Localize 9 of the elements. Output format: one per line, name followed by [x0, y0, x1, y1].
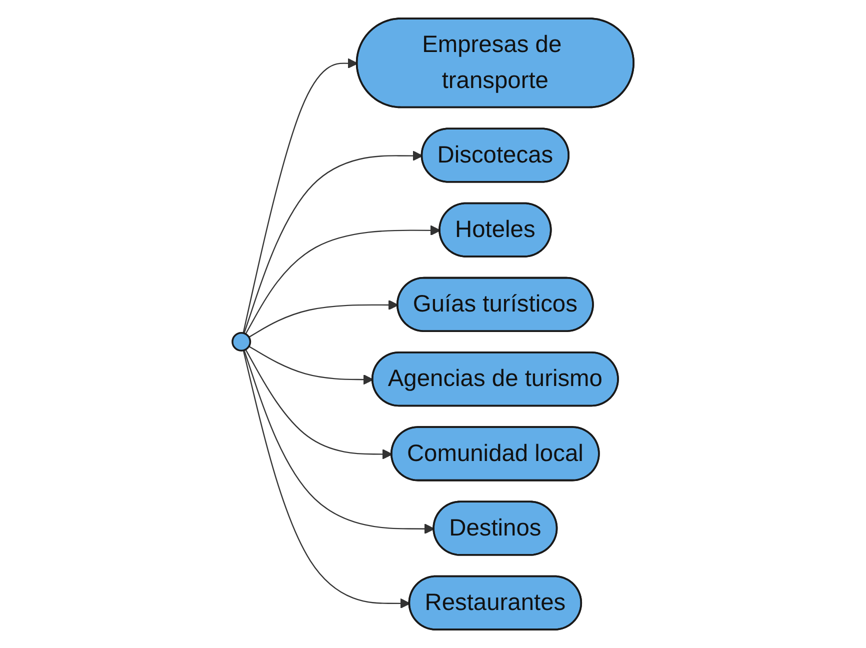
arrow	[244, 350, 435, 534]
arrow	[242, 58, 358, 334]
arrow	[248, 300, 398, 338]
arrow	[244, 150, 423, 334]
arrow	[248, 346, 374, 385]
node-circle	[232, 332, 252, 352]
arrow	[242, 350, 410, 609]
arrow	[245, 349, 392, 460]
arrow	[245, 225, 441, 334]
